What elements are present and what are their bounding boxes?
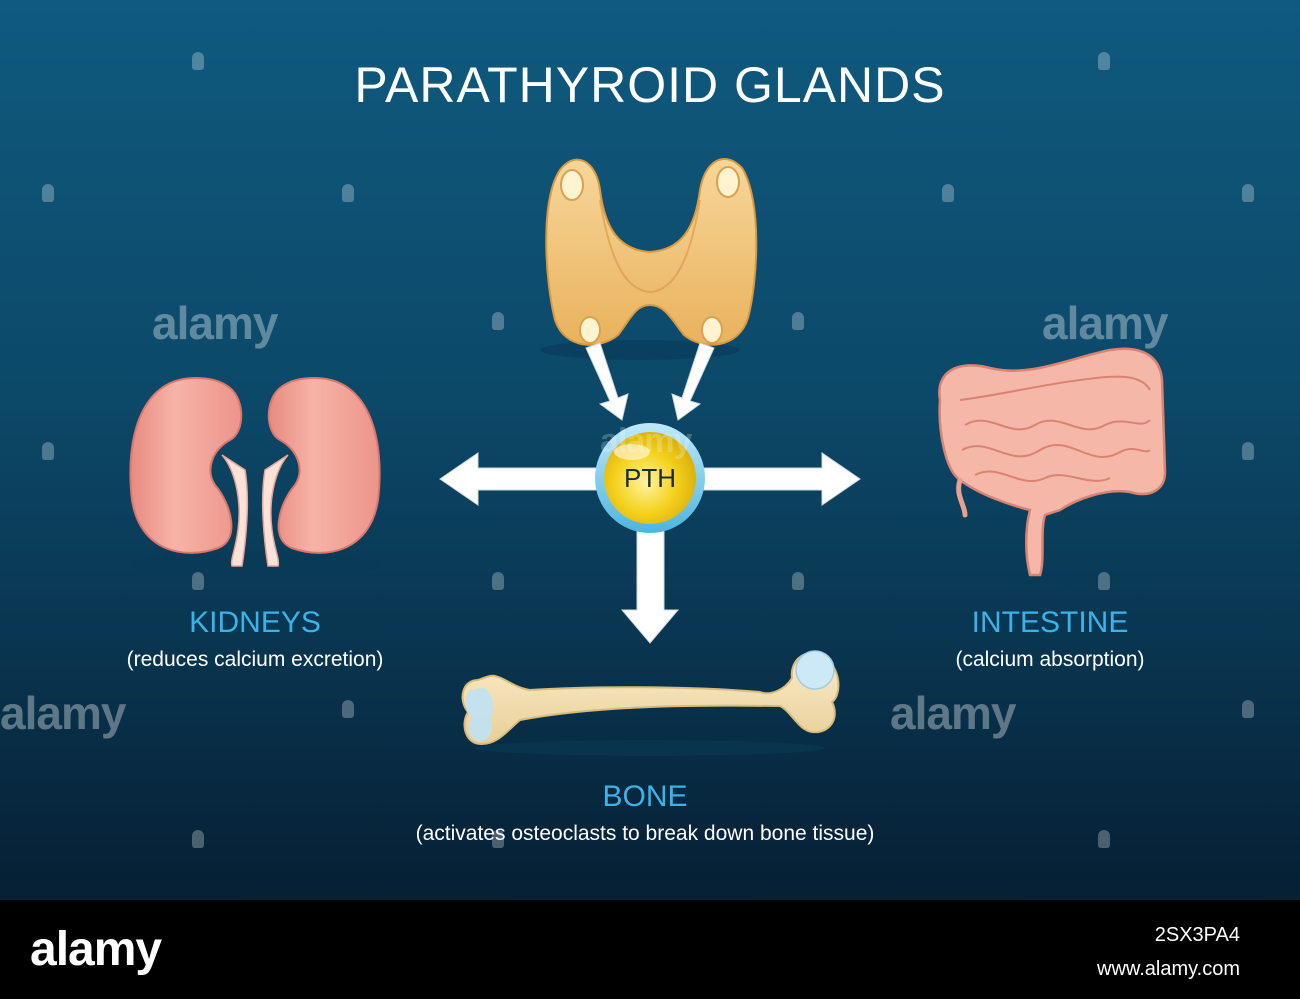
watermark-mark xyxy=(492,312,504,330)
watermark-mark xyxy=(1098,572,1110,590)
intestine-label: INTESTINE (calcium absorption) xyxy=(890,606,1210,672)
watermark-left: alamy xyxy=(152,297,278,349)
watermark-mark xyxy=(1098,830,1110,848)
watermark-mark xyxy=(342,184,354,202)
bone-effect: (activates osteoclasts to break down bon… xyxy=(415,822,875,845)
arrow-to-intestine xyxy=(699,452,861,506)
watermark-mark xyxy=(492,572,504,590)
watermark-mark xyxy=(1242,700,1254,718)
kidneys-name: KIDNEYS xyxy=(189,606,321,639)
footer-logo: alamy xyxy=(30,923,162,976)
intestine-effect: (calcium absorption) xyxy=(955,648,1145,671)
watermark-bottom-right: alamy xyxy=(890,687,1016,739)
diagram-stage: PARATHYROID GLANDS xyxy=(0,0,1300,900)
arrow-left-gland xyxy=(585,342,629,421)
watermark-bottom-left: alamy xyxy=(0,687,126,739)
watermark-mark xyxy=(492,830,504,848)
watermark-right: alamy xyxy=(1042,297,1168,349)
parathyroid-nodule-lower-right xyxy=(701,316,723,344)
arrow-right-gland xyxy=(671,342,715,421)
watermark-mark xyxy=(1242,442,1254,460)
intestine-illustration xyxy=(938,347,1167,586)
footer-image-id: 2SX3PA4 xyxy=(1154,924,1240,946)
watermark-mark xyxy=(42,184,54,202)
kidney-left xyxy=(129,376,249,567)
watermark-mark xyxy=(192,52,204,70)
pth-label: PTH xyxy=(624,463,676,493)
watermark-mark xyxy=(1242,184,1254,202)
watermark-mark xyxy=(342,700,354,718)
kidneys-effect: (reduces calcium excretion) xyxy=(126,648,384,671)
watermark-mark xyxy=(1098,52,1110,70)
watermark-mark xyxy=(942,184,954,202)
footer-url: www.alamy.com xyxy=(1097,958,1240,980)
kidney-right xyxy=(261,376,381,567)
watermark-mark xyxy=(42,442,54,460)
gland-to-pth-arrows xyxy=(585,342,715,421)
watermark-mark xyxy=(792,312,804,330)
watermark-mark xyxy=(792,572,804,590)
parathyroid-nodule-upper-right xyxy=(716,166,740,198)
diagram-canvas: PTH xyxy=(129,158,1167,756)
diagram-title: PARATHYROID GLANDS xyxy=(354,57,946,113)
stock-footer: alamy 2SX3PA4 www.alamy.com xyxy=(0,900,1300,999)
bone-label: BONE (activates osteoclasts to break dow… xyxy=(350,780,940,846)
parathyroid-nodule-lower-left xyxy=(579,316,601,344)
arrow-to-bone xyxy=(620,519,680,644)
thyroid-gland xyxy=(540,158,758,360)
bone-illustration xyxy=(461,650,840,756)
watermark-center: alamy xyxy=(600,422,692,460)
kidneys-illustration xyxy=(129,376,381,577)
kidneys-label: KIDNEYS (reduces calcium excretion) xyxy=(60,606,450,672)
bone-name: BONE xyxy=(602,780,688,813)
intestine-name: INTESTINE xyxy=(971,606,1129,639)
arrow-to-kidneys xyxy=(439,452,601,506)
watermark-mark xyxy=(192,830,204,848)
parathyroid-nodule-upper-left xyxy=(560,169,584,201)
pth-cross-arrows xyxy=(439,452,861,644)
pth-hormone: PTH xyxy=(595,423,705,533)
watermark-mark xyxy=(192,572,204,590)
